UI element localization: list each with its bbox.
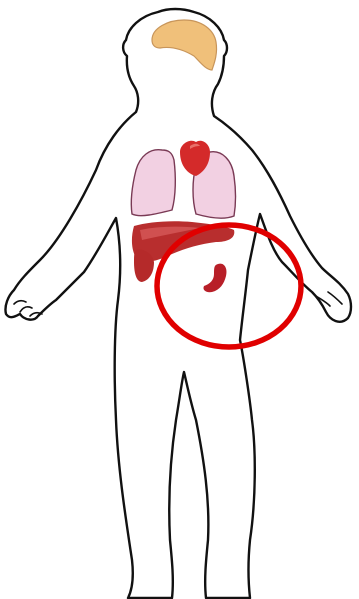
- highlight-circle: [157, 225, 301, 347]
- left-lung: [131, 150, 175, 216]
- spleen: [203, 264, 226, 293]
- brain: [152, 20, 217, 70]
- right-hand-fingers: [316, 292, 342, 306]
